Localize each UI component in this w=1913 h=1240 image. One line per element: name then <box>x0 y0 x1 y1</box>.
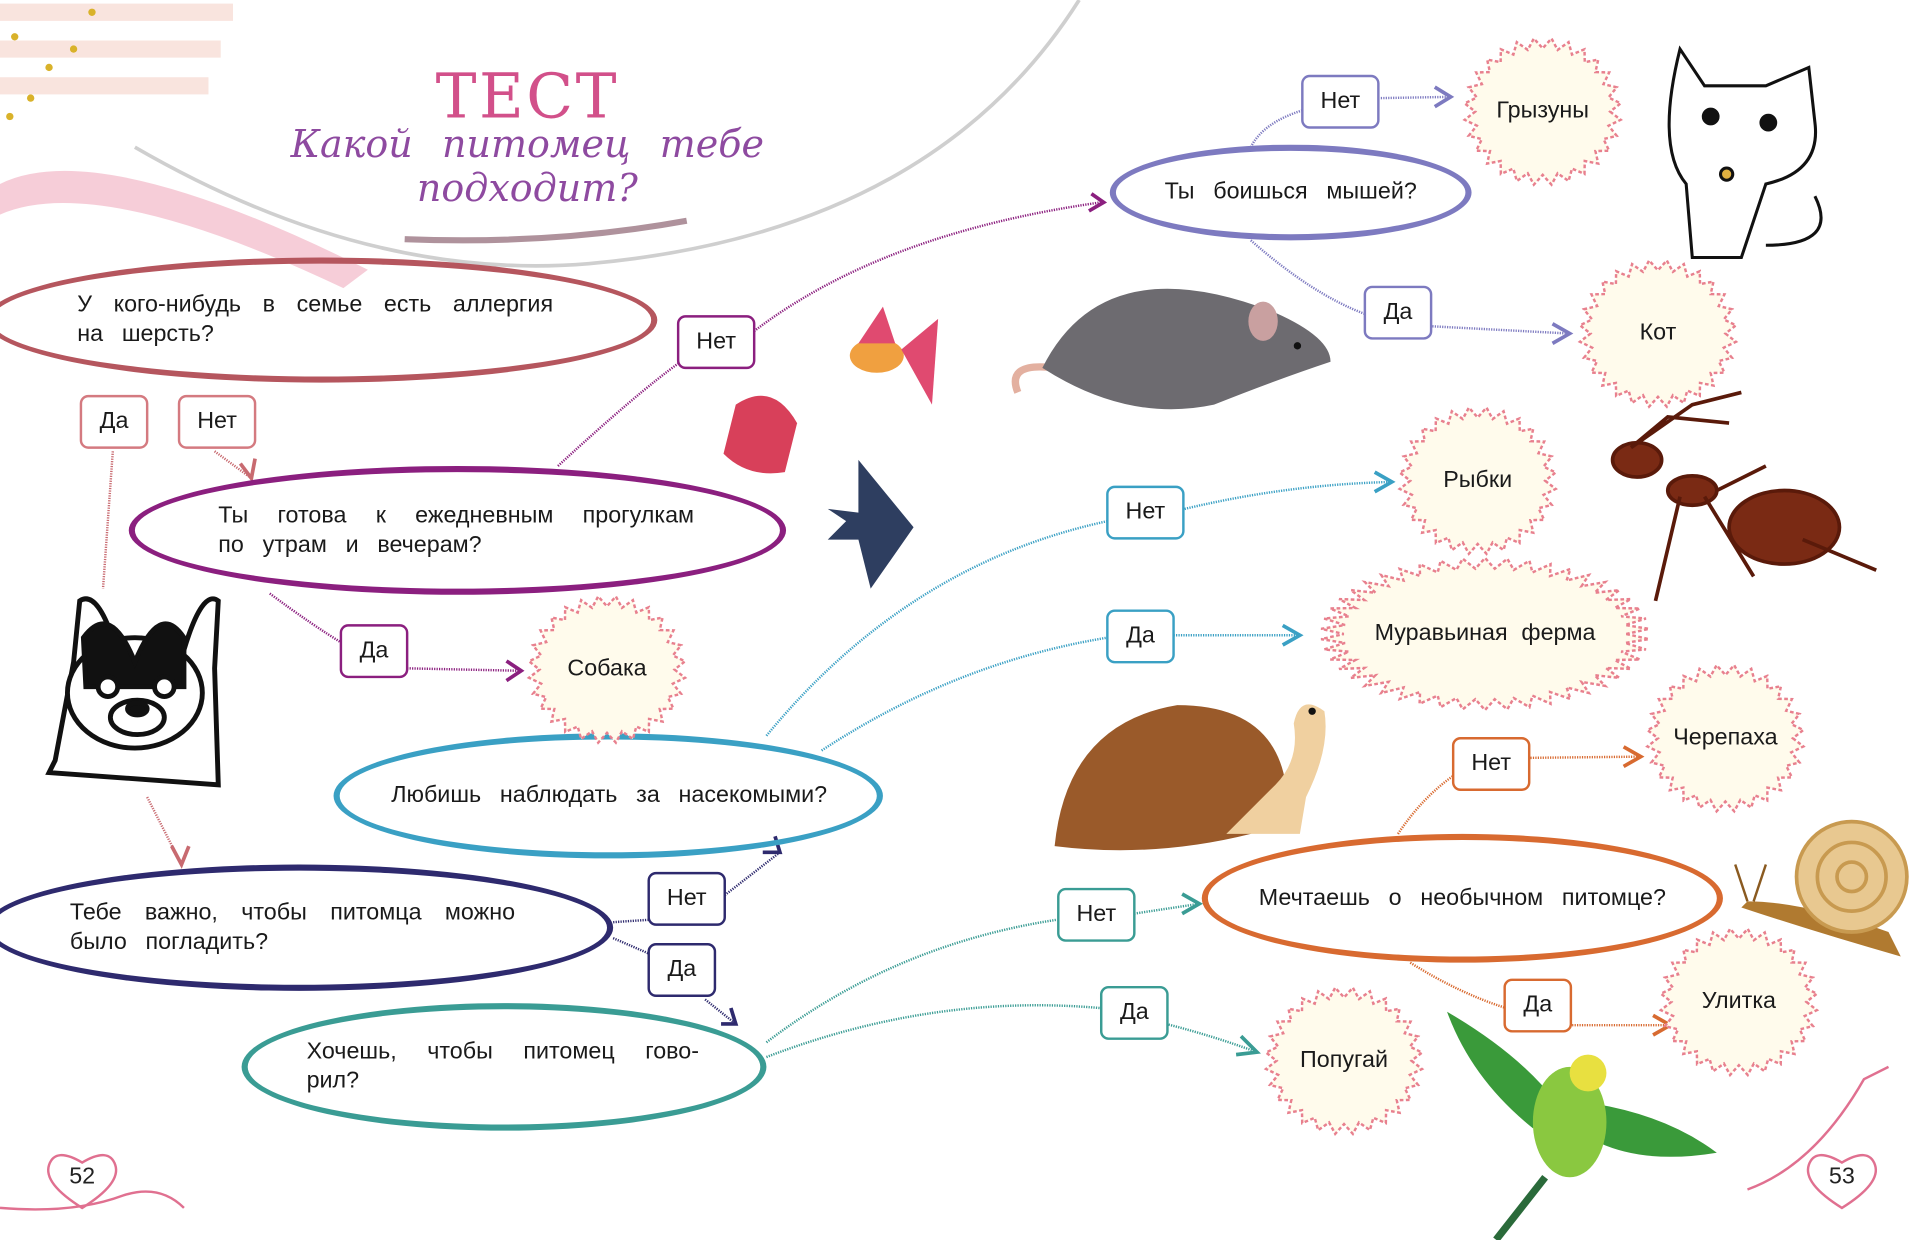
answer-pet-yes: Да <box>647 943 717 997</box>
answer-pet-no: Нет <box>647 871 726 926</box>
question-talk: Хочешь, чтобы питомец гово-рил? <box>241 1003 767 1131</box>
answer-mice-no: Нет <box>1301 74 1380 129</box>
cat-illustration <box>1667 45 1823 260</box>
ant-illustration <box>1610 390 1877 602</box>
starburst-shape <box>1462 36 1623 187</box>
answer-allergy-yes: Да <box>79 394 149 449</box>
starburst-shape <box>1263 985 1425 1136</box>
question-walks: Ты готова к ежедневным прогулкам по утра… <box>128 465 787 595</box>
page-number-left: 52 <box>69 1163 96 1190</box>
question-allergy: У кого-нибудь в семье есть аллергия на ш… <box>0 257 658 383</box>
answer-walks-yes: Да <box>339 624 409 679</box>
answer-mice-yes: Да <box>1363 285 1433 340</box>
parrot-illustration <box>1447 1011 1717 1240</box>
question-insects: Любишь наблюдать за насекомыми? <box>333 733 883 859</box>
turtle-illustration <box>1054 704 1326 851</box>
heart-left-icon <box>0 1153 185 1211</box>
question-pet: Тебе важно, чтобы питомца можно было пог… <box>0 864 614 991</box>
question-mice: Ты боишься мышей? <box>1109 144 1472 241</box>
result-turtle: Черепаха <box>1673 724 1778 751</box>
starburst-shape <box>526 594 688 745</box>
answer-talk-yes: Да <box>1099 985 1169 1040</box>
result-rodents: Грызуны <box>1496 98 1590 124</box>
page-subtitle: Какой питомец тебе подходит? <box>290 122 764 211</box>
answer-walks-no: Нет <box>676 315 756 370</box>
starburst-shape <box>1320 556 1650 712</box>
result-snail: Улитка <box>1701 988 1776 1015</box>
dog-illustration <box>45 596 221 788</box>
starburst-shape <box>1645 663 1806 814</box>
mouse-illustration <box>1011 288 1331 410</box>
angelfish-illustration <box>827 459 914 589</box>
result-parrot: Попугай <box>1300 1047 1388 1074</box>
answer-insects-yes: Да <box>1106 609 1175 664</box>
answer-insects-no: Нет <box>1106 485 1185 540</box>
heart-right-icon <box>1747 1065 1890 1210</box>
result-fish: Рыбки <box>1443 467 1513 493</box>
page-title: ТЕСТ <box>435 61 619 133</box>
goldfish-illustration <box>849 306 939 405</box>
betta-fish-illustration <box>723 395 798 474</box>
starburst-shape <box>1577 258 1739 409</box>
answer-unusual-no: Нет <box>1451 737 1531 791</box>
answer-unusual-yes: Да <box>1503 978 1573 1033</box>
result-ant-farm: Муравьиная ферма <box>1374 620 1596 647</box>
snail-illustration <box>1734 819 1909 957</box>
starburst-shape <box>1397 405 1558 556</box>
answer-allergy-no: Нет <box>177 394 257 449</box>
question-unusual: Мечтаешь о необычном питомце? <box>1201 833 1723 963</box>
starburst-shape <box>1658 926 1820 1078</box>
result-cat: Кот <box>1639 320 1677 346</box>
result-dog: Собака <box>567 656 647 682</box>
answer-talk-no: Нет <box>1057 887 1136 942</box>
page-number-right: 53 <box>1828 1163 1855 1190</box>
